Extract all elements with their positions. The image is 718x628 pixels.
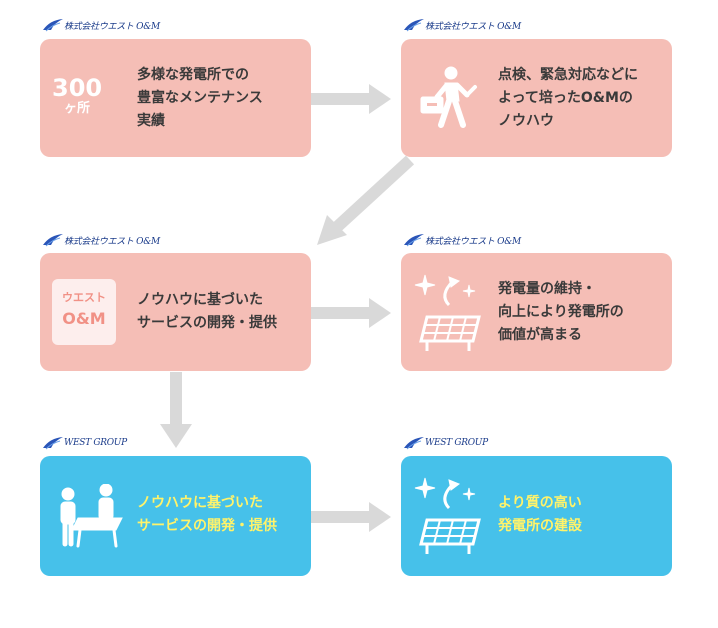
- box-om-knowhow: 点検、緊急対応などに よって培ったO&Mの ノウハウ: [401, 39, 672, 157]
- wing-logo-icon: [43, 234, 63, 247]
- logo-text: WEST GROUP: [64, 438, 127, 448]
- wing-logo-icon: [43, 437, 63, 450]
- solar-panel-sparkle-icon: [414, 477, 481, 554]
- arrow-down-icon: [160, 372, 192, 448]
- group-logo: WEST GROUP: [42, 436, 127, 450]
- box-plant-value: 発電量の維持・ 向上により発電所の 価値が高まる: [401, 253, 672, 371]
- box-quality-construction: より質の高い 発電所の建設: [401, 456, 672, 576]
- wing-logo-icon: [404, 19, 424, 32]
- logo-text: 株式会社ウエスト O&M: [425, 21, 521, 32]
- box-text: 発電量の維持・ 向上により発電所の 価値が高まる: [498, 281, 624, 343]
- arrow-diagonal-icon: [317, 155, 415, 245]
- site-count: 300 ヶ所: [52, 75, 102, 117]
- badge-line1: ウエスト: [62, 291, 106, 304]
- group-logo: WEST GROUP: [403, 436, 488, 450]
- people-meeting-icon: [60, 484, 123, 548]
- badge-line2: O&M: [62, 309, 106, 328]
- box-text: 多様な発電所での 豊富なメンテナンス 実績: [137, 67, 263, 129]
- box-text: ノウハウに基づいた サービスの開発・提供: [137, 495, 277, 534]
- arrow-right-icon: [311, 84, 391, 114]
- box-text: 点検、緊急対応などに よって培ったO&Mの ノウハウ: [498, 67, 638, 129]
- worker-with-toolbox-icon: [420, 66, 477, 128]
- box-track-record: 300 ヶ所 多様な発電所での 豊富なメンテナンス 実績: [40, 39, 311, 157]
- box-text: より質の高い 発電所の建設: [498, 495, 582, 534]
- logo-text: 株式会社ウエスト O&M: [425, 236, 521, 247]
- solar-panel-sparkle-icon: [414, 274, 481, 351]
- box-text: ノウハウに基づいた サービスの開発・提供: [137, 292, 277, 331]
- logo-text: 株式会社ウエスト O&M: [64, 21, 160, 32]
- company-logo: 株式会社ウエスト O&M: [403, 18, 521, 32]
- logo-text: WEST GROUP: [425, 438, 488, 448]
- west-om-badge: ウエスト O&M: [52, 279, 116, 345]
- company-logo: 株式会社ウエスト O&M: [42, 233, 160, 247]
- box-service-development: ウエスト O&M ノウハウに基づいた サービスの開発・提供: [40, 253, 311, 371]
- site-count-unit: ヶ所: [63, 101, 90, 116]
- company-logo: 株式会社ウエスト O&M: [42, 18, 160, 32]
- arrow-right-icon: [311, 502, 391, 532]
- wing-logo-icon: [404, 234, 424, 247]
- box-group-service: ノウハウに基づいた サービスの開発・提供: [40, 456, 311, 576]
- arrow-right-icon: [311, 298, 391, 328]
- company-logo: 株式会社ウエスト O&M: [403, 233, 521, 247]
- wing-logo-icon: [404, 437, 424, 450]
- logo-text: 株式会社ウエスト O&M: [64, 236, 160, 247]
- site-count-number: 300: [52, 74, 103, 102]
- wing-logo-icon: [43, 19, 63, 32]
